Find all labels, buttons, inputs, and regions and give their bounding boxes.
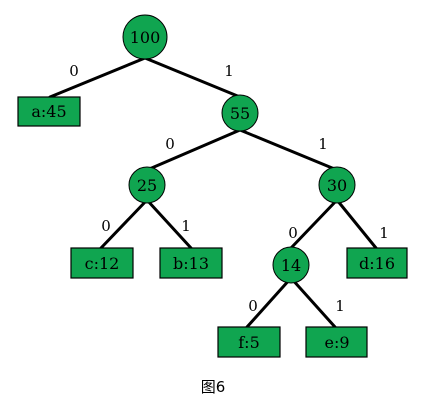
leaf-d: d:16 (346, 247, 408, 279)
node-25-circle (128, 166, 166, 204)
leaf-f-label: f:5 (238, 333, 260, 352)
leaf-d-label: d:16 (359, 254, 395, 273)
edge-55-30 (238, 128, 339, 172)
leaf-f: f:5 (217, 326, 281, 358)
node-14-circle (272, 246, 310, 284)
node-100-circle (122, 14, 168, 60)
edge-label-25-c: 0 (101, 217, 111, 235)
edge-30-14 (289, 198, 339, 250)
edge-30-d (335, 198, 378, 250)
edge-label-14-e: 1 (335, 297, 345, 315)
edge-25-c (99, 198, 149, 250)
node-55-label: 55 (230, 104, 250, 123)
leaf-d-box (346, 247, 408, 279)
edge-root-55 (143, 56, 242, 99)
node-25: 25 (128, 166, 166, 204)
node-55: 55 (221, 94, 259, 132)
edge-55-25 (145, 128, 242, 172)
leaf-e-box (305, 326, 368, 358)
leaf-e-label: e:9 (324, 333, 349, 352)
edge-label-25-b: 1 (181, 217, 191, 235)
node-30: 30 (318, 166, 356, 204)
edge-label-14-f: 0 (248, 297, 258, 315)
leaf-c: c:12 (70, 247, 134, 279)
node-55-circle (221, 94, 259, 132)
leaf-b: b:13 (159, 247, 223, 279)
node-30-label: 30 (327, 176, 347, 195)
leaf-b-label: b:13 (173, 254, 209, 273)
leaf-c-label: c:12 (85, 254, 120, 273)
edge-label-55-25: 0 (165, 135, 175, 153)
node-30-circle (318, 166, 356, 204)
leaf-f-box (217, 326, 281, 358)
leaf-a-box (17, 96, 81, 127)
edge-label-root-55: 1 (224, 62, 234, 80)
edge-14-e (289, 276, 337, 329)
edge-14-f (245, 276, 293, 329)
node-25-label: 25 (137, 176, 157, 195)
edge-25-b (145, 198, 193, 250)
edge-label-30-d: 1 (379, 224, 389, 242)
node-100-label: 100 (130, 28, 161, 47)
edge-label-30-14: 0 (288, 224, 298, 242)
node-100: 100 (122, 14, 168, 60)
edge-label-55-30: 1 (318, 135, 328, 153)
node-14-label: 14 (281, 256, 301, 275)
node-14: 14 (272, 246, 310, 284)
leaf-e: e:9 (305, 326, 368, 358)
leaf-a-label: a:45 (31, 102, 66, 121)
leaf-b-box (159, 247, 223, 279)
edge-label-root-a: 0 (69, 62, 79, 80)
leaf-c-box (70, 247, 134, 279)
leaf-a: a:45 (17, 96, 81, 127)
figure-caption: 图6 (201, 378, 226, 396)
edge-root-a (48, 56, 147, 99)
